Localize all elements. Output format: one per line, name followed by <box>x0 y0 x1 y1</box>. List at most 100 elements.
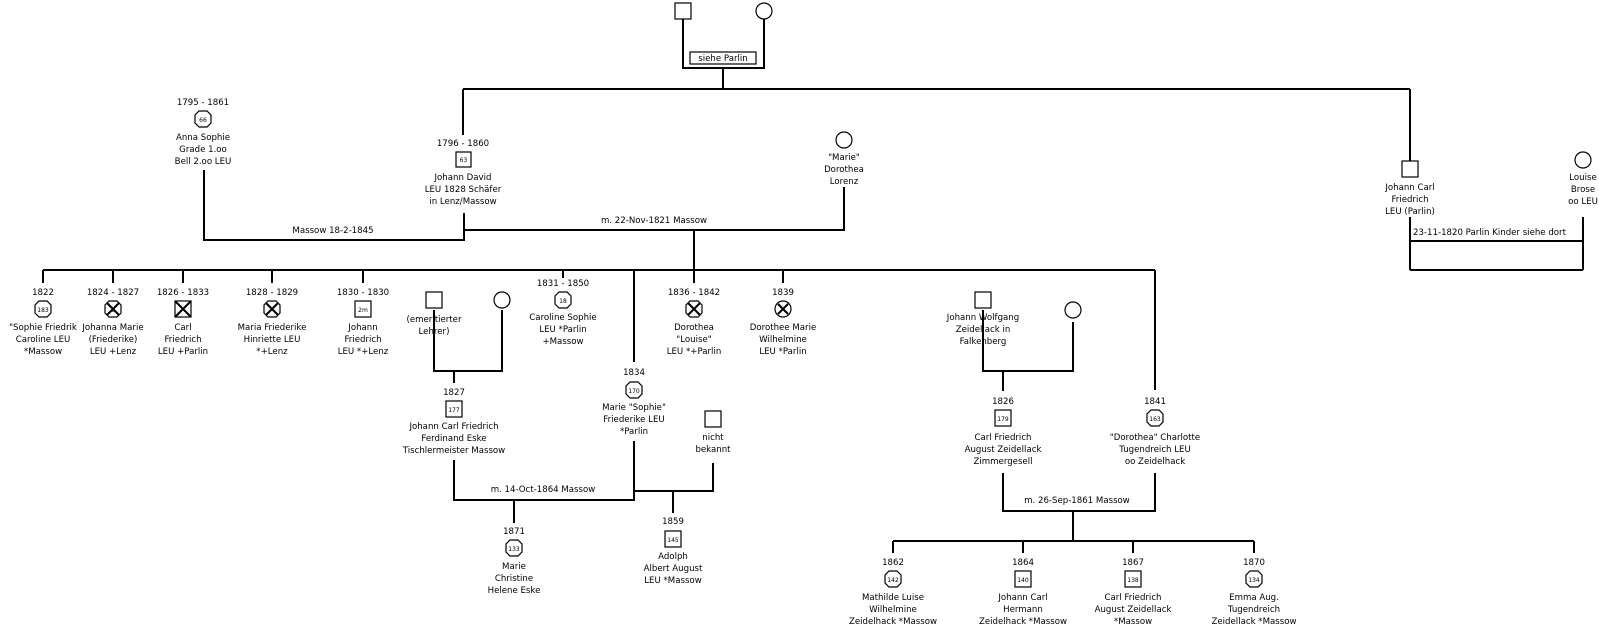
name-line: Wilhelmine <box>759 335 807 345</box>
life-dates: 1826 <box>992 397 1014 407</box>
name-line: Tugendreich LEU <box>1118 445 1190 455</box>
deceased-female-icon <box>554 291 572 309</box>
name-line: +Massow <box>542 337 583 347</box>
name-line: Marie "Sophie" <box>602 403 666 413</box>
person-anna-sophie: 1795 - 1861 Anna Sophie Grade 1.oo Bell … <box>175 98 232 167</box>
name-line: Maria Friederike <box>238 323 307 333</box>
name-line: Johann <box>347 323 377 333</box>
person-labels: 1795 - 1861 Anna Sophie Grade 1.oo Bell … <box>9 98 1598 627</box>
life-dates: 1836 - 1842 <box>668 288 720 298</box>
name-line: LEU +Lenz <box>90 347 137 357</box>
name-line: LEU *Parlin <box>539 325 586 335</box>
marriage-zeidelhack: m. 26-Sep-1861 Massow <box>1024 496 1130 506</box>
marriage-massow-1845: Massow 18-2-1845 <box>292 226 373 236</box>
person-johann-david: 1796 - 1860 Johann David LEU 1828 Schäfe… <box>425 139 502 207</box>
life-dates: 1796 - 1860 <box>437 139 489 149</box>
male-square-icon <box>445 400 463 418</box>
age-label: 18 <box>559 298 567 305</box>
male-square-icon <box>674 2 692 20</box>
age-label: 142 <box>887 577 899 584</box>
name-line: Lehrer) <box>419 327 450 337</box>
name-line: LEU *Parlin <box>759 347 806 357</box>
life-dates: 1867 <box>1122 558 1144 568</box>
name-line: Tugendreich <box>1227 605 1280 615</box>
person-johann-wolfgang: Johann Wolfgang Zeidellack in Falkenberg <box>946 313 1019 347</box>
name-line: Zeidelhack *Massow <box>849 617 937 627</box>
name-line: Friedrich <box>1391 195 1428 205</box>
name-line: Zeidelhack *Massow <box>979 617 1067 627</box>
deceased-female-icon <box>884 570 902 588</box>
name-line: Grade 1.oo <box>179 145 227 155</box>
connector-lines <box>42 19 1584 553</box>
name-line: Friedrich <box>164 335 201 345</box>
name-line: Anna Sophie <box>176 133 230 143</box>
top-note: siehe Parlin <box>698 54 747 64</box>
name-line: "Sophie Friedrik <box>9 323 77 333</box>
name-line: Caroline Sophie <box>529 313 596 323</box>
life-dates: 1830 - 1830 <box>337 288 389 298</box>
name-line: Johanna Marie <box>81 323 143 333</box>
age-label: 179 <box>997 416 1009 423</box>
life-dates: 1871 <box>503 527 525 537</box>
age-label: 133 <box>508 546 520 553</box>
name-line: Caroline LEU <box>16 335 71 345</box>
life-dates: 1795 - 1861 <box>177 98 229 108</box>
name-line: Brose <box>1571 185 1595 195</box>
deceased-female-icon <box>194 110 212 128</box>
name-line: Dorothea <box>674 323 714 333</box>
name-line: Helene Eske <box>488 586 541 596</box>
male-square-icon <box>664 530 682 548</box>
name-line: Dorothea <box>824 165 864 175</box>
name-line: Tischlermeister Massow <box>402 446 505 456</box>
name-line: Johann Carl Friedrich <box>408 422 498 432</box>
person-carl-august: 1826 Carl Friedrich August Zeidellack Zi… <box>965 397 1042 467</box>
name-line: oo Zeidelhack <box>1125 457 1185 467</box>
person-carl-friedrich-1867: 1867 Carl Friedrich August Zeidellack *M… <box>1095 558 1172 627</box>
person-johann-carl-hermann: 1864 Johann Carl Hermann Zeidelhack *Mas… <box>979 558 1067 627</box>
name-line: Adolph <box>658 552 688 562</box>
life-dates: 1870 <box>1243 558 1265 568</box>
name-line: LEU (Parlin) <box>1385 207 1435 217</box>
name-line: Ferdinand Eske <box>421 434 486 444</box>
age-label: 177 <box>448 407 460 414</box>
deceased-female-icon <box>1245 570 1263 588</box>
age-label: 134 <box>1248 577 1260 584</box>
person-marie-christine: 1871 Marie Christine Helene Eske <box>488 527 541 596</box>
person-emma: 1870 Emma Aug. Tugendreich Zeidellack *M… <box>1212 558 1297 627</box>
person-eske-father: (emeritierter Lehrer) <box>407 315 462 337</box>
name-line: Friederike LEU <box>603 415 664 425</box>
person-dorothee-marie: 1839 Dorothee Marie Wilhelmine LEU *Parl… <box>750 288 817 357</box>
male-square-icon <box>1401 160 1419 178</box>
name-line: (Friederike) <box>89 335 138 345</box>
name-line: Hinriette LEU <box>244 335 301 345</box>
name-line: Mathilde Luise <box>862 593 924 603</box>
name-line: Christine <box>495 574 533 584</box>
male-square-icon <box>1014 570 1032 588</box>
name-line: LEU *Massow <box>644 576 701 586</box>
name-line: *Massow <box>1114 617 1152 627</box>
relationship-labels: siehe Parlin Massow 18-2-1845 m. 22-Nov-… <box>292 51 1567 506</box>
age-label: 170 <box>628 388 640 395</box>
name-line: Wilhelmine <box>869 605 917 615</box>
name-line: Carl Friedrich <box>975 433 1032 443</box>
name-line: *Parlin <box>620 427 648 437</box>
name-line: Johann David <box>434 173 492 183</box>
name-line: August Zeidellack <box>1095 605 1172 615</box>
marriage-parlin: 23-11-1820 Parlin Kinder siehe dort <box>1413 228 1567 238</box>
male-square-icon <box>1124 570 1142 588</box>
life-dates: 1834 <box>623 368 645 378</box>
male-square-icon <box>974 291 992 309</box>
name-line: LEU +Parlin <box>158 347 208 357</box>
life-dates: 1828 - 1829 <box>246 288 298 298</box>
name-line: "Marie" <box>828 153 860 163</box>
age-label: 3 <box>111 307 115 314</box>
person-mathilde: 1862 Mathilde Luise Wilhelmine Zeidelhac… <box>849 558 937 627</box>
person-marie-sophie: 1834 Marie "Sophie" Friederike LEU *Parl… <box>602 368 666 437</box>
life-dates: 1831 - 1850 <box>537 279 589 289</box>
deceased-female-icon <box>1146 409 1164 427</box>
name-line: Louise <box>1569 173 1597 183</box>
name-line: Emma Aug. <box>1229 593 1279 603</box>
deceased-male-icon <box>354 300 372 318</box>
age-label: 183 <box>37 307 49 314</box>
